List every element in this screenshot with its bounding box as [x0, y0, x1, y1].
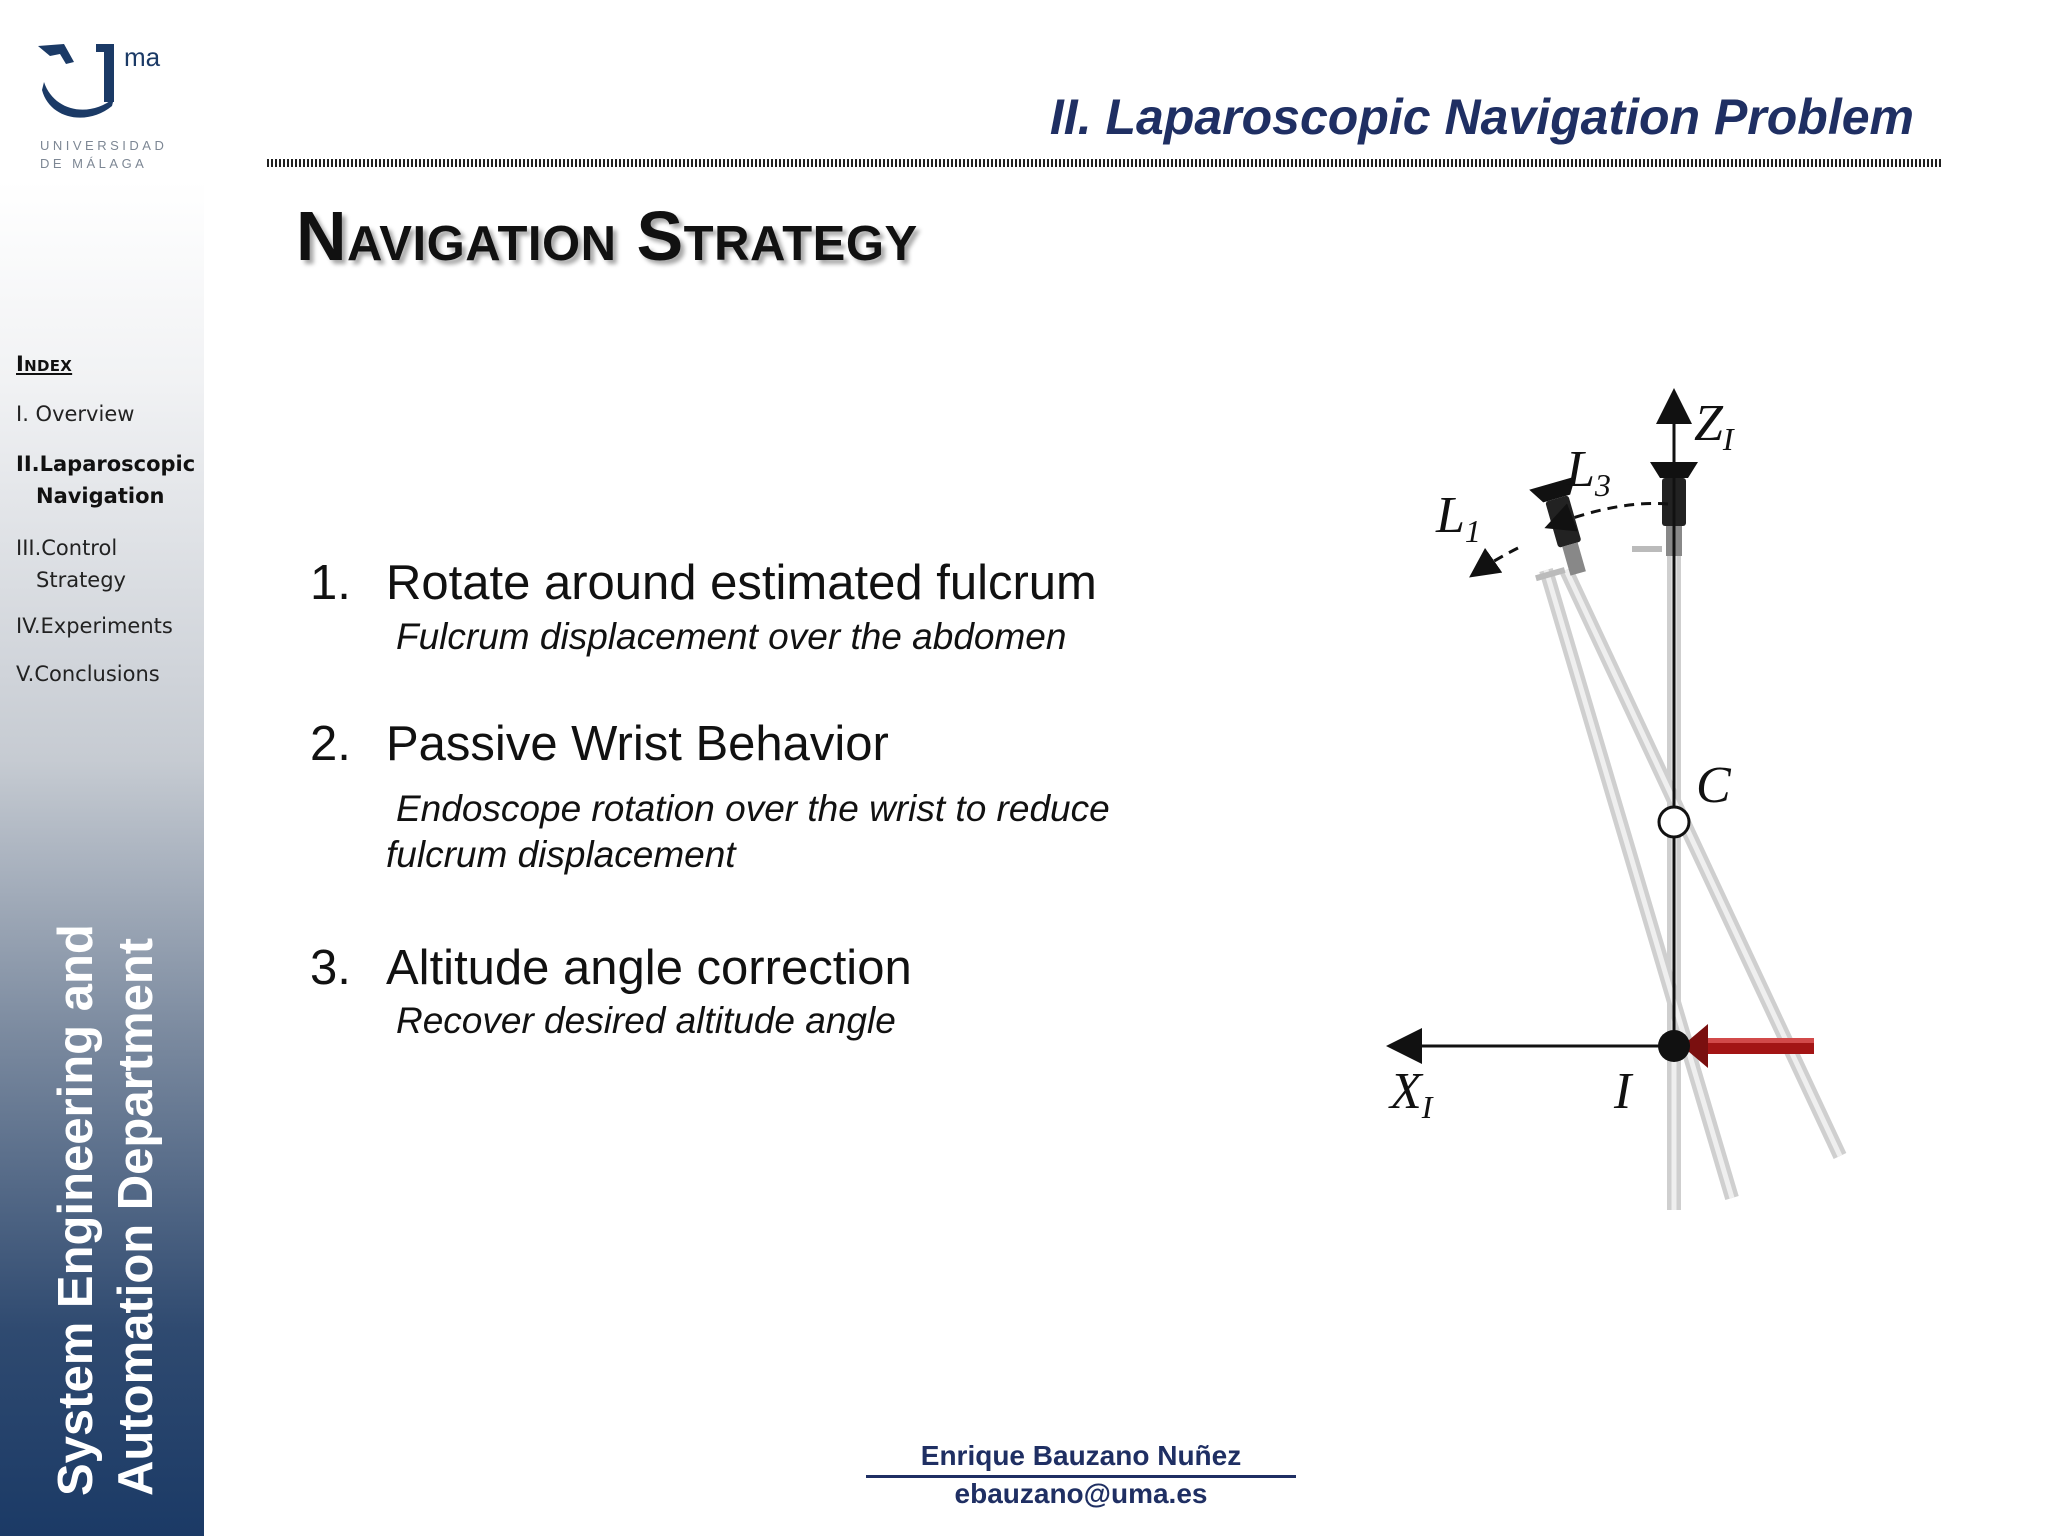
logo-text-line1: UNIVERSIDAD	[40, 138, 168, 153]
footer-divider	[866, 1475, 1296, 1478]
department-line2: Automation Department	[109, 937, 163, 1496]
footer-author: Enrique Bauzano Nuñez	[920, 1440, 1242, 1471]
point-c	[1657, 805, 1691, 839]
label-point-c: C	[1696, 757, 1731, 814]
list-item-detail: Fulcrum displacement over the abdomen	[396, 616, 1067, 657]
fulcrum-diagram-svg	[1386, 388, 1847, 1210]
list-item-detail: Recover desired altitude angle	[396, 1000, 896, 1041]
rotation-arrow-l3	[1544, 502, 1669, 532]
rotation-arrow-l1	[1469, 546, 1519, 578]
list-item-detail-line1: Endoscope rotation over the wrist to red…	[396, 788, 1110, 829]
logo-text-line2: DE MÁLAGA	[40, 156, 148, 171]
footer-email[interactable]: ebauzano@uma.es	[954, 1478, 1208, 1509]
department-name: System Engineering and Automation Depart…	[46, 924, 166, 1496]
label-l3: L3	[1566, 441, 1611, 503]
sidebar-item-control-strategy[interactable]: III.Control Strategy	[16, 532, 126, 596]
sidebar-item-conclusions[interactable]: V.Conclusions	[16, 658, 160, 690]
fulcrum-diagram: ZI L3 L1 C XI I	[1370, 370, 1890, 1230]
sidebar-item-label-cont: Navigation	[36, 484, 165, 508]
uma-logo-mark: ma	[38, 42, 161, 118]
list-item-number: 3.	[310, 941, 351, 995]
sidebar-item-experiments[interactable]: IV.Experiments	[16, 610, 173, 642]
section-title: II. Laparoscopic Navigation Problem	[1049, 89, 1914, 145]
endoscope-shaft-l3-tilted	[1559, 567, 1847, 1159]
department-line1: System Engineering and	[49, 924, 103, 1496]
list-item-number: 2.	[310, 717, 351, 771]
sidebar: ma UNIVERSIDAD DE MÁLAGA Index I. Overvi…	[0, 0, 204, 1536]
label-x-axis: XI	[1390, 1063, 1433, 1125]
sidebar-item-label: IV.Experiments	[16, 614, 173, 638]
sidebar-item-label: I. Overview	[16, 402, 135, 426]
sidebar-item-laparoscopic-navigation[interactable]: II.Laparoscopic Navigation	[16, 448, 195, 512]
university-logo: ma UNIVERSIDAD DE MÁLAGA	[34, 36, 174, 176]
list-item-heading: Rotate around estimated fulcrum	[386, 556, 1097, 610]
sidebar-item-label: III.Control	[16, 536, 118, 560]
endoscope-head-vertical	[1632, 462, 1698, 556]
sidebar-item-label-cont: Strategy	[36, 568, 126, 592]
point-i	[1658, 1030, 1690, 1062]
list-item-detail-line2: fulcrum displacement	[386, 834, 736, 875]
svg-text:ma: ma	[124, 42, 161, 72]
list-item-heading: Passive Wrist Behavior	[386, 717, 889, 771]
label-l1: L1	[1436, 487, 1481, 549]
endoscope-shaft-l1-tilted	[1539, 568, 1739, 1200]
list-item-number: 1.	[310, 556, 351, 610]
sidebar-item-overview[interactable]: I. Overview	[16, 398, 134, 430]
sidebar-item-label: V.Conclusions	[16, 662, 160, 686]
slide-title: Navigation Strategy	[296, 197, 918, 275]
insertion-force-arrow	[1682, 1024, 1814, 1068]
list-item-heading: Altitude angle correction	[386, 941, 912, 995]
index-heading: Index	[16, 352, 73, 376]
label-z-axis: ZI	[1694, 395, 1734, 457]
header-divider	[267, 159, 1943, 167]
sidebar-item-label: II.Laparoscopic	[16, 452, 196, 476]
label-point-i: I	[1614, 1063, 1632, 1120]
